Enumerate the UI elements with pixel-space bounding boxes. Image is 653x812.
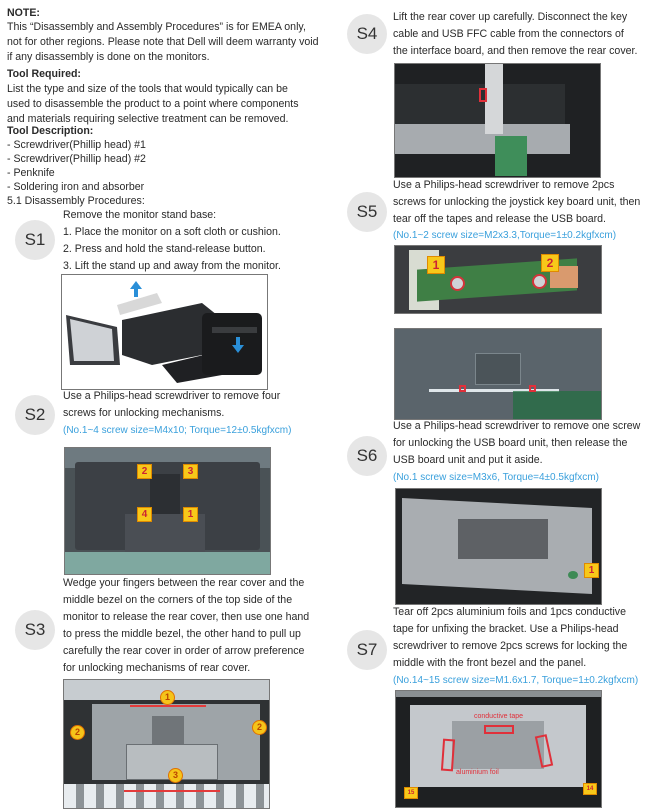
screw-marker: 1 [427, 256, 445, 274]
tool-required-line: used to disassemble the product to a poi… [7, 98, 299, 110]
up-arrow-icon [130, 281, 142, 297]
tool-description-heading: Tool Description: [7, 125, 94, 137]
screw-marker: 1 [183, 507, 198, 522]
step-badge-s5: S5 [347, 192, 387, 232]
step-s3-line: Wedge your fingers between the rear cove… [63, 577, 305, 589]
order-marker: 2 [252, 720, 267, 735]
step-s2-spec: (No.1~4 screw size=M4x10; Torque=12±0.5k… [63, 425, 292, 436]
order-marker: 3 [168, 768, 183, 783]
foil-highlight [440, 738, 456, 772]
pull-arrow [130, 705, 206, 707]
step-s2-line: screws for unlocking mechanisms. [63, 407, 225, 419]
tool-item: - Penknife [7, 167, 55, 179]
step-s6-photo: 1 [395, 488, 602, 605]
step-s3-line: monitor to release the rear cover, then … [63, 611, 310, 623]
step-s1-line: 2. Press and hold the stand-release butt… [63, 243, 266, 255]
tool-item: - Soldering iron and absorber [7, 181, 145, 193]
note-line: if any disassembly is done on the monito… [7, 51, 210, 63]
connector-highlight [479, 88, 487, 102]
tool-item: - Screwdriver(Phillip head) #1 [7, 139, 146, 151]
tool-required-line: and materials requiring selective treatm… [7, 113, 289, 125]
procedures-heading: 5.1 Disassembly Procedures: [7, 195, 145, 207]
note-line: This “Disassembly and Assembly Procedure… [7, 21, 306, 33]
order-marker: 1 [160, 690, 175, 705]
step-s1-line: 3. Lift the stand up and away from the m… [63, 260, 281, 272]
screw-marker: 3 [183, 464, 198, 479]
step-badge-s6: S6 [347, 436, 387, 476]
tool-required-line: List the type and size of the tools that… [7, 83, 288, 95]
note-heading: NOTE: [7, 7, 40, 19]
down-arrow-icon [232, 337, 244, 353]
step-s4-line: Lift the rear cover up carefully. Discon… [393, 11, 628, 23]
tape-highlight [459, 385, 466, 392]
screw-marker: 2 [541, 254, 559, 272]
step-s4-photo [394, 63, 601, 178]
step-s5-line: Use a Philips-head screwdriver to remove… [393, 179, 615, 191]
step-s3-line: to press the middle bezel, the other han… [63, 628, 301, 640]
screw-marker: 15 [404, 787, 418, 799]
step-s7-line: tape for unfixing the bracket. Use a Phi… [393, 623, 619, 635]
step-s7-line: Tear off 2pcs aluminium foils and 1pcs c… [393, 606, 626, 618]
step-s5-photo-2 [394, 328, 602, 420]
screw-marker: 1 [584, 563, 599, 578]
screw-marker: 4 [137, 507, 152, 522]
step-s6-line: Use a Philips-head screwdriver to remove… [393, 420, 641, 432]
step-badge-s3: S3 [15, 610, 55, 650]
step-s1-line: Remove the monitor stand base: [63, 209, 217, 221]
screw-marker: 14 [583, 783, 597, 795]
step-s6-line: USB board unit and put it aside. [393, 454, 543, 466]
step-s5-line: tear off the tapes and release the USB b… [393, 213, 606, 225]
step-s3-line: for unlocking mechanisms of rear cover. [63, 662, 251, 674]
step-s3-line: middle bezel on the corners of the top s… [63, 594, 293, 606]
step-s6-spec: (No.1 screw size=M3x6, Torque=4±0.5kgfxc… [393, 472, 599, 483]
step-s5-spec: (No.1~2 screw size=M2x3.3,Torque=1±0.2kg… [393, 230, 617, 241]
note-line: not for other regions. Please note that … [7, 36, 319, 48]
step-s6-line: for unlocking the USB board unit, then r… [393, 437, 628, 449]
step-s4-line: the interface board, and then remove the… [393, 45, 638, 57]
conductive-tape-highlight [484, 725, 514, 734]
step-badge-s1: S1 [15, 220, 55, 260]
step-s7-spec: (No.14~15 screw size=M1.6x1.7, Torque=1±… [393, 675, 639, 686]
tool-item: - Screwdriver(Phillip head) #2 [7, 153, 146, 165]
order-marker: 2 [70, 725, 85, 740]
step-badge-s4: S4 [347, 14, 387, 54]
pull-arrow [124, 790, 220, 792]
step-s7-line: middle with the front bezel and the pane… [393, 657, 587, 669]
step-s4-line: cable and USB FFC cable from the connect… [393, 28, 624, 40]
step-badge-s2: S2 [15, 395, 55, 435]
step-s3-line: carefully the rear cover in order of arr… [63, 645, 305, 657]
step-s7-photo: conductive tape aluminium foil 15 14 [395, 690, 602, 808]
step-s5-line: screws for unlocking the joystick key bo… [393, 196, 641, 208]
step-s5-photo: 1 2 [394, 245, 602, 314]
step-s2-line: Use a Philips-head screwdriver to remove… [63, 390, 281, 402]
tool-required-heading: Tool Required: [7, 68, 81, 80]
step-s2-photo: 2 3 4 1 [64, 447, 271, 575]
monitor-stand-illustration [66, 281, 262, 383]
tape-highlight [529, 385, 536, 392]
step-badge-s7: S7 [347, 630, 387, 670]
conductive-tape-label: conductive tape [474, 713, 524, 720]
aluminium-foil-label: aluminium foil [456, 769, 499, 776]
step-s1-line: 1. Place the monitor on a soft cloth or … [63, 226, 281, 238]
step-s1-photo [61, 274, 268, 390]
screw-marker: 2 [137, 464, 152, 479]
step-s3-photo: 1 2 2 3 [63, 679, 270, 809]
step-s7-line: screwdriver to remove 2pcs screws for lo… [393, 640, 628, 652]
